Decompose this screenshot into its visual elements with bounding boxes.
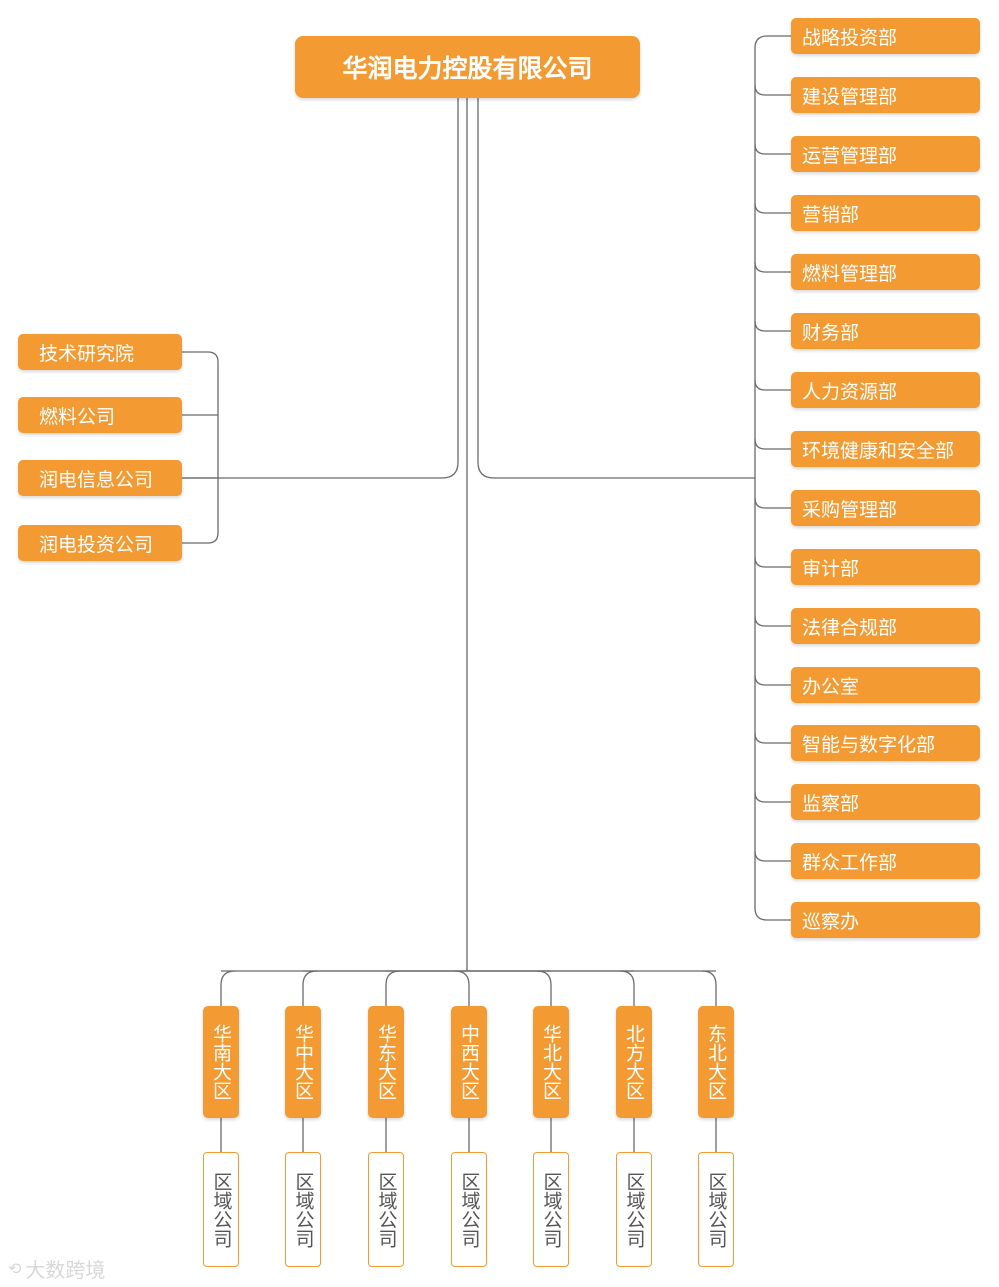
region-box[interactable]: 华南大区 — [203, 1006, 239, 1118]
watermark-text: 大数跨境 — [25, 1258, 106, 1282]
subsidiary-box[interactable]: 燃料公司 — [18, 397, 182, 433]
watermark-logo-icon: ⟲ — [8, 1259, 22, 1278]
region-box[interactable]: 北方大区 — [616, 1006, 652, 1118]
department-branch — [754, 732, 791, 744]
region-bus-corner — [701, 970, 717, 986]
department-branch — [754, 84, 791, 96]
department-box[interactable]: 法律合规部 — [791, 608, 980, 644]
region-bus-corner — [385, 970, 401, 986]
department-bus — [754, 35, 791, 921]
department-branch — [754, 320, 791, 332]
regional-company-box[interactable]: 区域公司 — [451, 1152, 487, 1267]
subsidiary-box[interactable]: 技术研究院 — [18, 334, 182, 370]
region-box[interactable]: 东北大区 — [698, 1006, 734, 1118]
department-box[interactable]: 营销部 — [791, 195, 980, 231]
department-branch — [754, 143, 791, 155]
department-branch — [754, 556, 791, 568]
department-branch — [754, 497, 791, 509]
region-bus-corner — [302, 970, 318, 986]
region-box[interactable]: 华东大区 — [368, 1006, 404, 1118]
subsidiary-bracket — [182, 351, 219, 544]
department-branch — [754, 438, 791, 450]
root-company[interactable]: 华润电力控股有限公司 — [295, 36, 640, 98]
department-branch — [754, 202, 791, 214]
region-bus-corner — [619, 970, 635, 986]
connector-to-departments — [477, 98, 755, 479]
region-box[interactable]: 华北大区 — [533, 1006, 569, 1118]
region-bus-corner — [536, 970, 552, 986]
regional-company-box[interactable]: 区域公司 — [533, 1152, 569, 1267]
department-branch — [754, 850, 791, 862]
connector-to-subsidiaries — [182, 98, 459, 479]
regional-company-box[interactable]: 区域公司 — [368, 1152, 404, 1267]
department-box[interactable]: 人力资源部 — [791, 372, 980, 408]
department-box[interactable]: 燃料管理部 — [791, 254, 980, 290]
department-branch — [754, 261, 791, 273]
department-box[interactable]: 战略投资部 — [791, 18, 980, 54]
region-box[interactable]: 华中大区 — [285, 1006, 321, 1118]
department-box[interactable]: 建设管理部 — [791, 77, 980, 113]
watermark: ⟲ 大数跨境 — [8, 1254, 105, 1283]
regional-company-box[interactable]: 区域公司 — [698, 1152, 734, 1267]
region-bus-corner — [220, 970, 236, 986]
department-box[interactable]: 采购管理部 — [791, 490, 980, 526]
subsidiary-box[interactable]: 润电信息公司 — [18, 460, 182, 496]
regional-company-box[interactable]: 区域公司 — [203, 1152, 239, 1267]
department-box[interactable]: 运营管理部 — [791, 136, 980, 172]
department-box[interactable]: 审计部 — [791, 549, 980, 585]
region-bus-corner — [454, 970, 470, 986]
department-box[interactable]: 巡察办 — [791, 902, 980, 938]
department-branch — [754, 791, 791, 803]
department-box[interactable]: 监察部 — [791, 784, 980, 820]
department-branch — [754, 379, 791, 391]
department-box[interactable]: 财务部 — [791, 313, 980, 349]
department-branch — [754, 615, 791, 627]
department-box[interactable]: 群众工作部 — [791, 843, 980, 879]
department-box[interactable]: 智能与数字化部 — [791, 725, 980, 761]
department-box[interactable]: 环境健康和安全部 — [791, 431, 980, 467]
department-box[interactable]: 办公室 — [791, 667, 980, 703]
regional-company-box[interactable]: 区域公司 — [285, 1152, 321, 1267]
department-branch — [754, 674, 791, 686]
subsidiary-box[interactable]: 润电投资公司 — [18, 525, 182, 561]
region-box[interactable]: 中西大区 — [451, 1006, 487, 1118]
regional-company-box[interactable]: 区域公司 — [616, 1152, 652, 1267]
